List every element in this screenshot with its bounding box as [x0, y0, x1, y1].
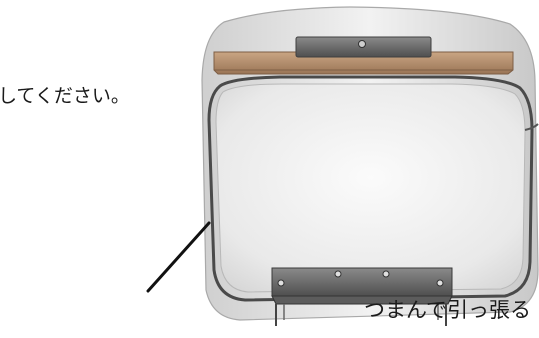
hood-inner-cavity	[215, 83, 526, 293]
screw-icon	[382, 270, 390, 278]
top-screw-icon	[358, 40, 366, 48]
screw-icon	[436, 279, 444, 287]
instruction-text: してください。	[0, 85, 130, 107]
hood-rim	[207, 75, 534, 302]
pull-label: つまんで引っ張る	[364, 298, 531, 322]
leader-line	[146, 221, 211, 293]
bottom-bracket	[271, 267, 453, 297]
screw-icon	[334, 270, 342, 278]
screw-icon	[277, 279, 285, 287]
side-latch	[524, 123, 539, 131]
